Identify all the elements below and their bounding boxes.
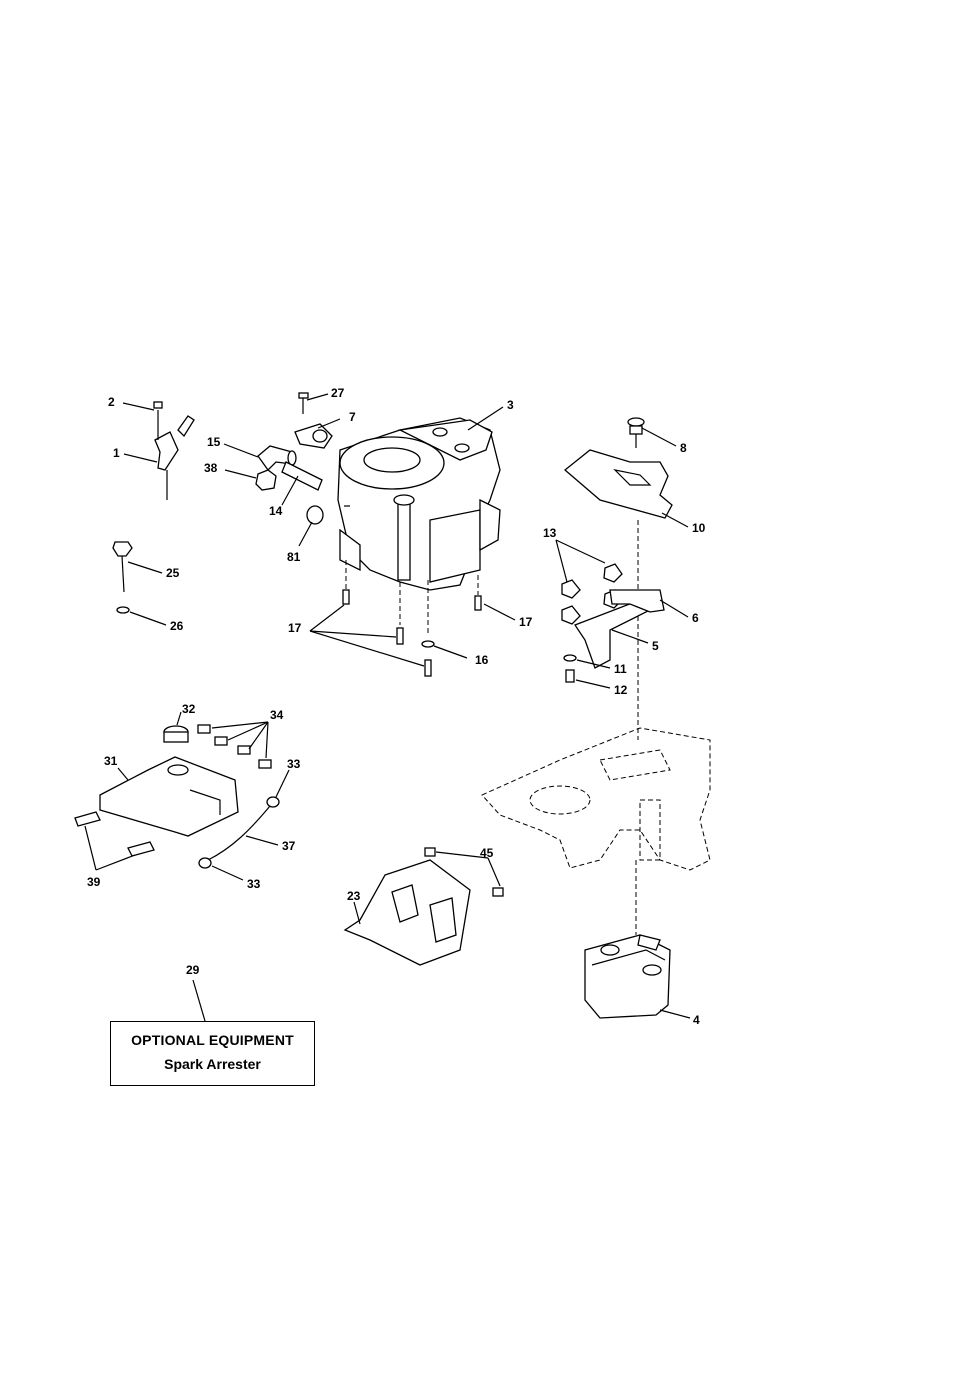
callout-45: 45 (480, 846, 494, 860)
screw-8-part (628, 418, 644, 448)
callout-2: 2 (108, 395, 115, 409)
screw-27-part (299, 393, 308, 414)
bolt-17-right-part (475, 575, 481, 610)
optional-equipment-box: OPTIONAL EQUIPMENT Spark Arrester (110, 1021, 315, 1086)
heat-shield-10-part (565, 450, 672, 518)
spark-arrester-label: Spark Arrester (111, 1056, 314, 1072)
callout-27: 27 (331, 386, 345, 400)
callout-31: 31 (104, 754, 118, 768)
callout-29: 29 (186, 963, 200, 977)
washer-16-part (422, 580, 434, 676)
callout-38: 38 (204, 461, 218, 475)
clips-34-part (198, 725, 271, 768)
callout-8: 8 (680, 441, 687, 455)
screw-12-part (566, 670, 574, 682)
callout-11: 11 (614, 662, 627, 676)
frame-reference-outline (482, 728, 710, 870)
callout-10: 10 (692, 521, 706, 535)
callout-1: 1 (113, 446, 120, 460)
clamp-7-part (295, 424, 332, 448)
callout-26: 26 (170, 619, 184, 633)
washer-26-part (117, 607, 129, 613)
cap-32-part (164, 726, 188, 742)
callout-34: 34 (270, 708, 284, 722)
callout-33-bottom: 33 (247, 877, 261, 891)
knob-25-part (113, 542, 132, 592)
cover-31-part (100, 757, 238, 836)
callout-6: 6 (692, 611, 699, 625)
cap-81-part (307, 506, 323, 524)
muffler-4-part (585, 935, 670, 1018)
callout-33-top: 33 (287, 757, 301, 771)
callout-17-right: 17 (519, 615, 533, 629)
bolt-17-mid-part (397, 582, 403, 644)
callout-23: 23 (347, 889, 361, 903)
optional-equipment-title: OPTIONAL EQUIPMENT (111, 1032, 314, 1048)
throttle-control-part (154, 402, 194, 500)
callout-17-left: 17 (288, 621, 302, 635)
mounting-plate-23-part (345, 860, 470, 965)
callout-39: 39 (87, 875, 101, 889)
callout-3: 3 (507, 398, 514, 412)
callout-81: 81 (287, 550, 301, 564)
callout-16: 16 (475, 653, 489, 667)
callout-37: 37 (282, 839, 296, 853)
callout-14: 14 (269, 504, 283, 518)
callout-4: 4 (693, 1013, 700, 1027)
nipple-14-part (282, 462, 322, 490)
washer-11-part (564, 655, 576, 661)
bolt-17-left-part (343, 560, 349, 604)
nut-38-part (256, 470, 276, 490)
callout-15: 15 (207, 435, 221, 449)
callout-7: 7 (349, 410, 356, 424)
callout-5: 5 (652, 639, 659, 653)
engine-3-part (338, 418, 500, 590)
bushing-33-lower-part (199, 858, 211, 868)
callout-32: 32 (182, 702, 196, 716)
callout-25: 25 (166, 566, 180, 580)
callout-13: 13 (543, 526, 557, 540)
bushing-33-upper-part (267, 797, 279, 807)
exhaust-pipe-5-6-part (575, 590, 664, 668)
callout-12: 12 (614, 683, 628, 697)
